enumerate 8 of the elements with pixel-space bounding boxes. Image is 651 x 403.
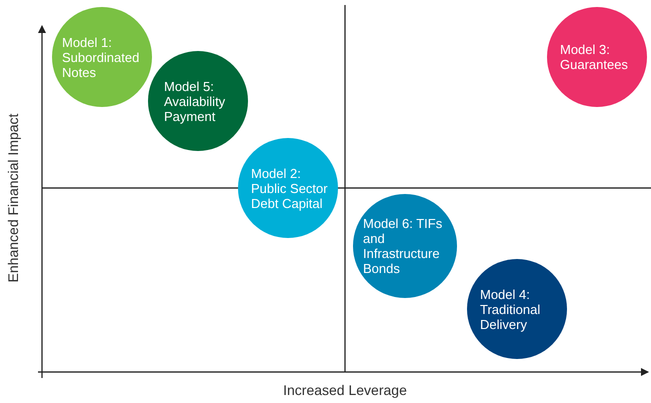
model-label: Model 2: Public Sector Debt Capital xyxy=(251,166,329,210)
model-label: Model 1: Subordinated Notes xyxy=(62,34,140,80)
model-label: Model 6: TIFs and Infrastructure Bonds xyxy=(363,216,444,276)
axis-title: Enhanced Financial Impact xyxy=(5,113,21,283)
model-label: Model 4: Traditional Delivery xyxy=(480,286,542,332)
model-label: Model 5: Availability Payment xyxy=(164,78,226,124)
axis-title: Increased Leverage xyxy=(282,382,408,398)
model-label: Model 3: Guarantees xyxy=(560,42,629,72)
